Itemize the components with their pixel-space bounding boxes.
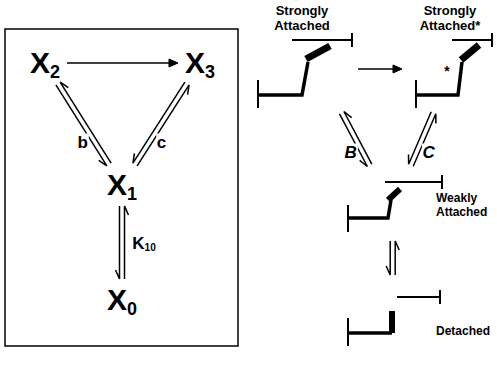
symbol-subscript: 3 [205, 62, 215, 82]
arrow-head [169, 59, 178, 67]
crossbridge-weak [348, 175, 442, 232]
z-line [441, 175, 443, 189]
myosin-lever [348, 200, 391, 218]
arrow-shaft [358, 68, 395, 70]
equilibrium-arrow [339, 111, 371, 166]
equilibrium-arrow [56, 82, 111, 166]
crossbridge-state: Strongly Attached* [405, 2, 495, 110]
z-line [439, 290, 441, 304]
crossbridge-strong [258, 33, 352, 108]
reverse-harpoon [60, 82, 111, 163]
state-label: Strongly Attached* [408, 4, 492, 34]
symbol-subscript: 2 [50, 62, 60, 82]
crossbridge-state: Strongly Attached [250, 2, 355, 110]
reverse-harpoon [137, 85, 189, 166]
crossbridge-state: Weakly Attached [340, 168, 495, 238]
state-marker: * [443, 64, 450, 78]
symbol-main: X [107, 283, 127, 316]
myosin-lever [416, 62, 462, 95]
state-symbol: X0 [103, 282, 141, 318]
actin-filament [292, 39, 352, 41]
state-name: X2 [26, 45, 64, 81]
equilibrium-arrow [386, 241, 399, 275]
reverse-harpoon [125, 206, 129, 279]
myosin-head [388, 189, 400, 200]
state-label: Weakly Attached [436, 192, 494, 220]
forward-harpoon [386, 241, 390, 275]
symbol-subscript: 0 [127, 299, 137, 319]
actin-filament [385, 181, 442, 183]
state-symbol: X1 [103, 167, 141, 203]
forward-harpoon [133, 82, 185, 163]
forward-harpoon [116, 206, 120, 279]
state-label: Strongly Attached [262, 4, 342, 34]
symbol-main: K [132, 233, 144, 252]
forward-harpoon [339, 114, 367, 167]
equilibrium-arrow [116, 206, 129, 279]
forward-harpoon [56, 85, 107, 166]
myosin-lever [258, 62, 308, 95]
myosin-head [306, 46, 330, 59]
rate-constant: K10 [131, 234, 157, 251]
state-symbol: X2 [26, 45, 64, 81]
rate-constant: C [421, 144, 435, 161]
state-symbol: X3 [181, 45, 219, 81]
equilibrium-arrow [409, 112, 436, 166]
state-label: Detached [436, 325, 494, 339]
symbol-subscript: 1 [127, 184, 137, 204]
scheme-frame [5, 29, 238, 346]
symbol-main: X [107, 168, 127, 201]
myosin-head [389, 311, 395, 333]
myosin-head [461, 45, 479, 60]
symbol-main: X [30, 46, 50, 79]
reverse-harpoon [344, 111, 372, 164]
crossbridge-strong-star [416, 33, 492, 108]
z-line [491, 33, 493, 47]
arrow-head [393, 65, 402, 73]
equilibrium-arrow [133, 82, 189, 166]
symbol-main: X [185, 46, 205, 79]
reaction-arrow [358, 65, 402, 73]
reverse-harpoon [395, 241, 399, 275]
symbol-subscript: 10 [144, 242, 155, 253]
actin-filament [397, 296, 440, 298]
myosin-rod [348, 331, 392, 335]
z-line [351, 33, 353, 47]
rate-constant: B [343, 144, 357, 161]
state-name: X3 [181, 45, 219, 81]
state-name: X1 [103, 167, 141, 203]
reaction-arrow [67, 59, 178, 67]
crossbridge-state: Detached [340, 278, 495, 353]
state-name: X0 [103, 282, 141, 318]
rate-constant: b [77, 133, 89, 150]
crossbridge-detached [348, 290, 440, 346]
rate-constant: c [156, 133, 167, 150]
actin-filament [452, 39, 492, 41]
arrow-shaft [67, 62, 171, 64]
reverse-harpoon [413, 114, 436, 166]
